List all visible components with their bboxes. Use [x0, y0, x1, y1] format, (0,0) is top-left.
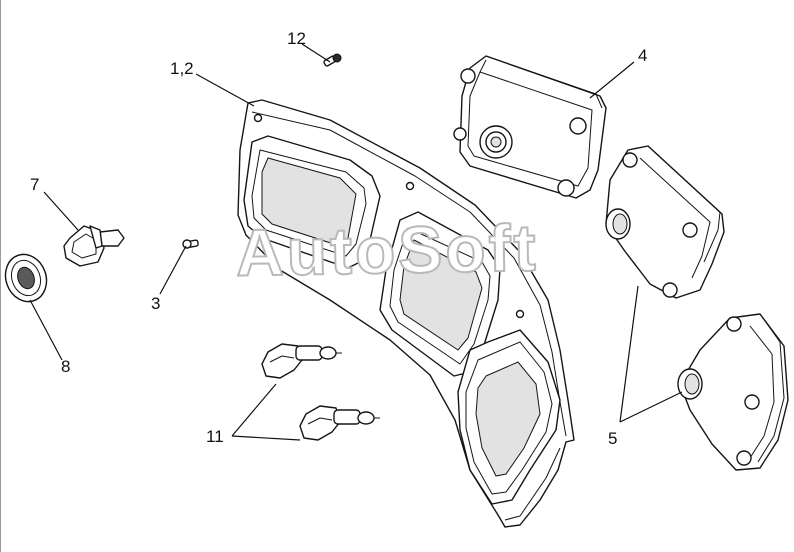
leader-lines	[29, 43, 683, 441]
callout-11: 11	[206, 427, 224, 446]
leader-5-b	[619, 391, 683, 423]
leader-8	[29, 299, 63, 361]
panel-housing	[237, 99, 575, 528]
lamp-housing-4	[453, 55, 607, 199]
bulb-11-upper	[261, 343, 342, 379]
screw-3	[182, 239, 199, 249]
leader-1-2	[195, 73, 255, 107]
leader-11-b	[231, 435, 301, 441]
reflector-5-lower	[677, 313, 789, 471]
bulb-11-lower	[299, 405, 380, 441]
left-border-line	[0, 0, 1, 552]
watermark-text: AutoSoft	[234, 209, 540, 290]
callout-4: 4	[638, 46, 648, 65]
callout-8: 8	[61, 357, 71, 376]
screw-12	[323, 53, 342, 67]
leader-12	[301, 43, 331, 63]
callout-7: 7	[30, 175, 40, 194]
callout-1-2: 1,2	[170, 59, 194, 78]
callout-5: 5	[608, 429, 618, 448]
callout-3: 3	[151, 294, 161, 313]
leader-5-a	[619, 285, 639, 423]
leader-4	[589, 61, 635, 99]
callout-12: 12	[287, 29, 306, 48]
leader-3	[159, 245, 187, 295]
leader-7	[43, 191, 79, 231]
leader-11-a	[231, 383, 277, 437]
reflector-5-upper	[605, 145, 725, 299]
connector-7	[63, 225, 125, 267]
ring-8	[4, 253, 48, 303]
